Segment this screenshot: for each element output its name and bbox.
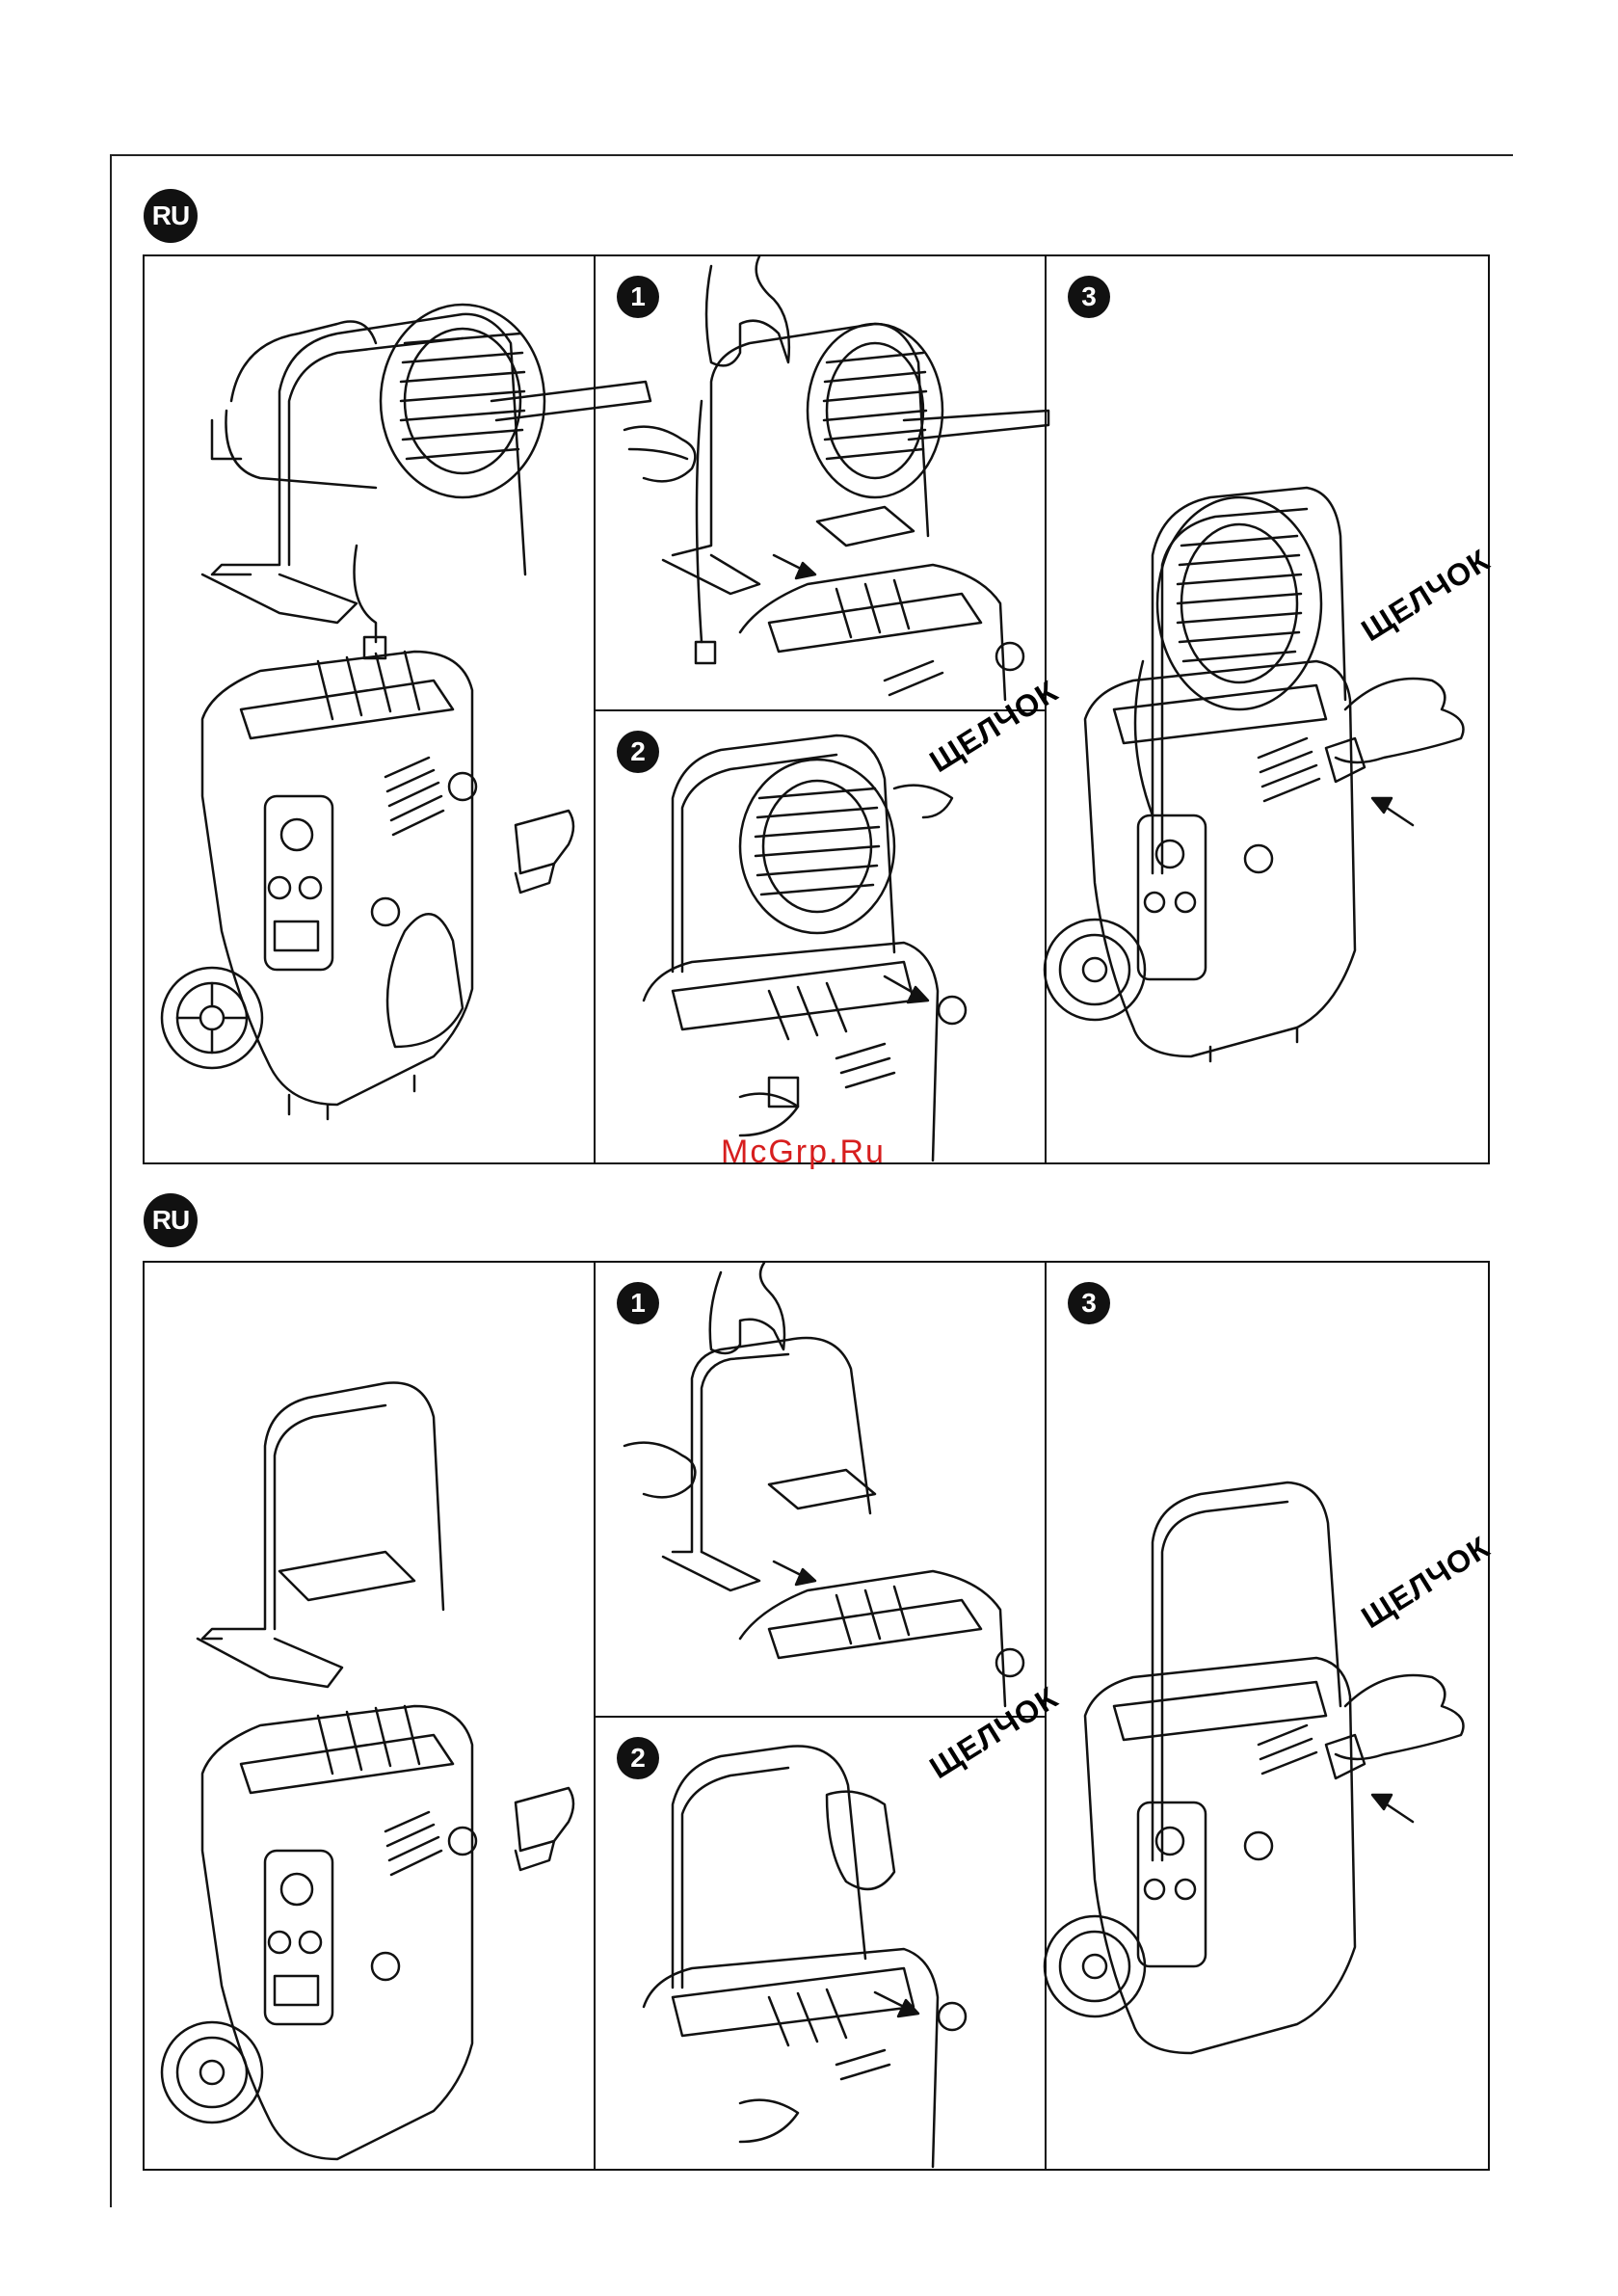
page-left-rule — [110, 154, 112, 2207]
step-1-illustration — [596, 256, 1045, 709]
arrow-icon — [885, 976, 928, 1002]
panel-step-2: 2 ЩЕЛЧОК — [596, 711, 1047, 1162]
hand-icon — [1336, 1675, 1464, 1759]
step-2-illustration — [596, 1718, 1045, 2167]
page-top-rule — [111, 154, 1513, 156]
pressure-washer-icon — [740, 565, 1023, 700]
handle-frame-icon — [663, 324, 928, 594]
panel-step-3: 3 ЩЕЛЧОК — [1047, 1263, 1488, 2169]
panel-overview — [145, 256, 596, 1162]
handle-frame-overview-icon — [145, 1263, 596, 2169]
hand-icon — [1336, 679, 1464, 762]
hose-reel-icon — [808, 324, 1048, 497]
handle-frame-icon — [198, 1382, 443, 1687]
step-1-illustration — [596, 1263, 1045, 1716]
step-3-illustration — [1047, 256, 1488, 1162]
clip-icon — [516, 1788, 573, 1870]
hand-icon — [624, 256, 789, 481]
panel-step-2: 2 ЩЕЛЧОК — [596, 1718, 1047, 2169]
hose-reel-overview-icon — [145, 256, 596, 1162]
panel-step-1: 1 — [596, 1263, 1047, 1718]
panel-step-3: 3 ЩЕЛЧОК — [1047, 256, 1488, 1162]
pressure-washer-icon — [1045, 1658, 1355, 2053]
hose-reel-icon — [740, 760, 894, 933]
hand-icon — [740, 786, 952, 1135]
handle-frame-icon — [663, 1338, 875, 1590]
handle-frame-icon — [673, 1747, 865, 1989]
pressure-washer-icon — [162, 652, 476, 1119]
pressure-washer-icon — [644, 1949, 966, 2167]
step-2-illustration — [596, 711, 1045, 1161]
panel-step-1: 1 — [596, 256, 1047, 711]
pressure-washer-icon — [740, 1571, 1023, 1706]
arrow-icon — [774, 1562, 815, 1585]
clip-icon — [516, 811, 573, 893]
step-3-illustration — [1047, 1263, 1488, 2169]
hand-icon — [740, 1792, 894, 2142]
hose-reel-icon — [212, 305, 650, 497]
pressure-washer-icon — [644, 943, 966, 1161]
language-badge: RU — [144, 189, 198, 243]
pressure-washer-icon — [1045, 661, 1355, 1061]
arrow-icon — [1372, 798, 1413, 825]
arrow-icon — [1372, 1795, 1413, 1822]
instruction-section-handle-frame: 1 2 ЩЕЛЧ — [143, 1261, 1490, 2171]
arrow-icon — [774, 555, 815, 578]
instruction-section-hose-reel: 1 — [143, 254, 1490, 1164]
panel-overview — [145, 1263, 596, 2169]
language-badge: RU — [144, 1193, 198, 1247]
hose-reel-icon — [1157, 497, 1321, 709]
pressure-washer-icon — [162, 1706, 476, 2159]
watermark-text: McGrp.Ru — [721, 1134, 886, 1171]
